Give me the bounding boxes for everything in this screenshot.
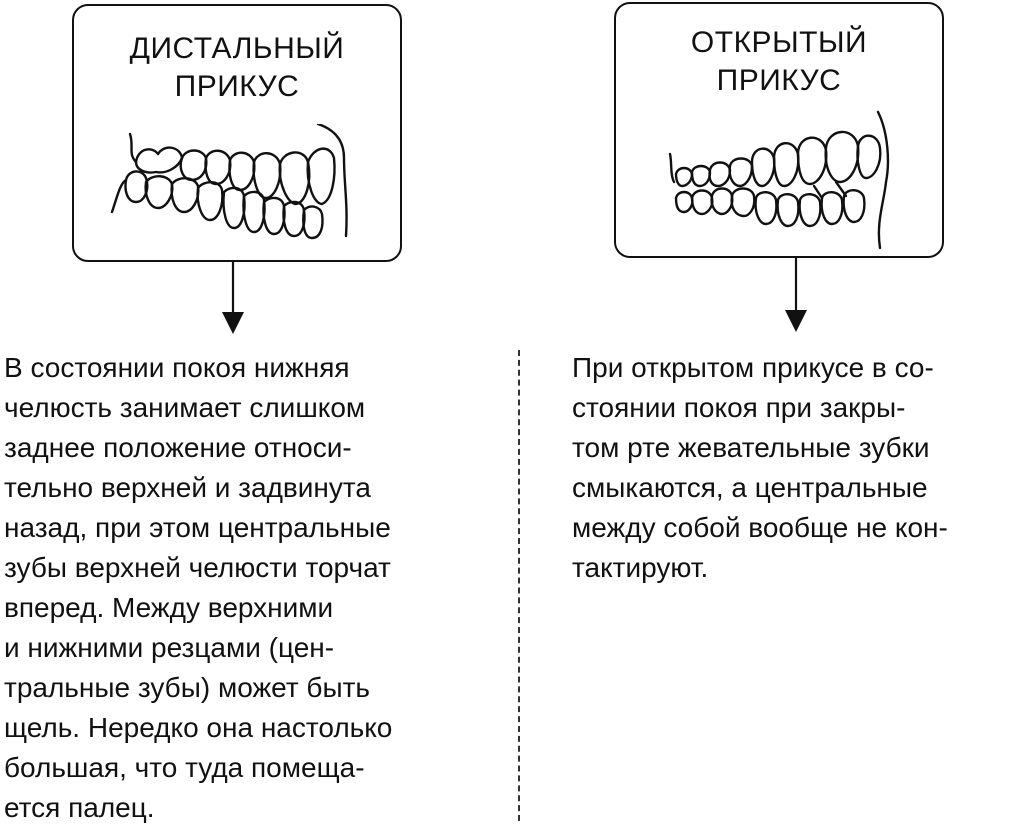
dashed-divider	[518, 350, 520, 821]
open-desc-line: смыкаются, а центральные	[572, 472, 928, 503]
right-down-arrow-icon	[785, 258, 807, 332]
distal-desc-line: большая, что туда помеща-	[4, 752, 365, 783]
distal-desc-line: тральные зубы) может быть	[4, 672, 370, 703]
open-desc-line: тактируют.	[572, 552, 709, 583]
open-desc-line: том рте жевательные зубки	[572, 432, 930, 463]
open-desc-line: стоянии покоя при закры-	[572, 392, 906, 423]
distal-bite-title-line-1: ДИСТАЛЬНЫЙ	[129, 32, 345, 65]
distal-desc-line: челюсть занимает слишком	[4, 392, 366, 423]
distal-bite-teeth-icon	[110, 124, 348, 240]
distal-desc-line: назад, при этом центральные	[4, 512, 391, 543]
open-bite-card: ОТКРЫТЫЙ ПРИКУС	[614, 2, 944, 258]
distal-desc-line: зубы верхней челюсти торчат	[4, 552, 391, 583]
open-bite-title-line-2: ПРИКУС	[716, 64, 842, 97]
open-desc-line: При открытом прикусе в со-	[572, 352, 934, 383]
distal-bite-title: ДИСТАЛЬНЫЙ ПРИКУС	[74, 30, 400, 106]
distal-desc-line: щель. Нередко она настолько	[4, 712, 393, 743]
distal-desc-line: и нижними резцами (цен-	[4, 632, 335, 663]
left-down-arrow-icon	[222, 260, 244, 334]
open-desc-line: между собой вообще не кон-	[572, 512, 948, 543]
distal-bite-description: В состоянии покоя нижняя челюсть занимае…	[4, 348, 392, 828]
distal-desc-line: В состоянии покоя нижняя	[4, 352, 350, 383]
open-bite-description: При открытом прикусе в со- стоянии покоя…	[572, 348, 948, 588]
open-bite-title: ОТКРЫТЫЙ ПРИКУС	[616, 24, 942, 100]
open-bite-title-line-1: ОТКРЫТЫЙ	[690, 26, 868, 59]
distal-bite-title-line-2: ПРИКУС	[174, 70, 300, 103]
distal-bite-card: ДИСТАЛЬНЫЙ ПРИКУС	[72, 4, 402, 262]
distal-desc-line: ется палец.	[4, 792, 155, 823]
distal-desc-line: заднее положение относи-	[4, 432, 352, 463]
distal-desc-line: тельно верхней и задвинута	[4, 472, 371, 503]
open-bite-teeth-icon	[668, 110, 890, 250]
distal-desc-line: вперед. Между верхними	[4, 592, 334, 623]
